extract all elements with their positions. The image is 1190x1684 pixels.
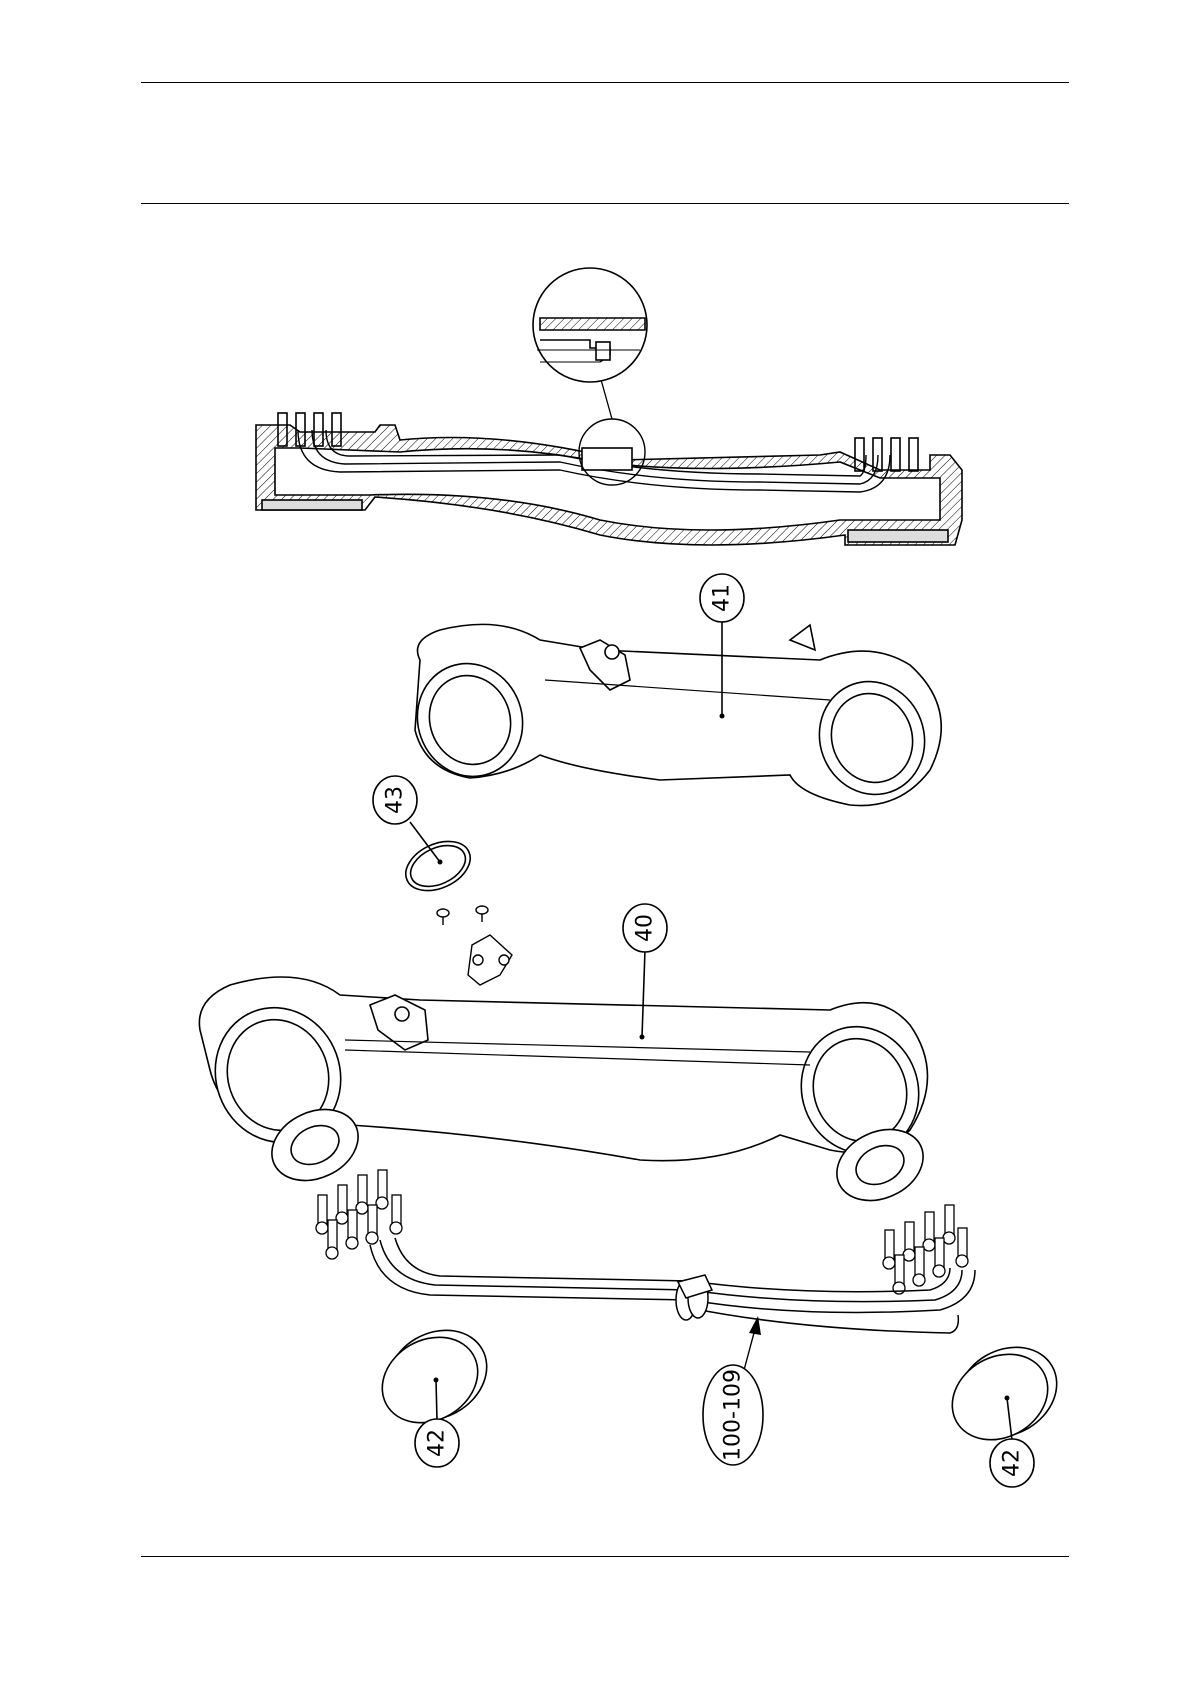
part42-left-leader-line bbox=[436, 1380, 437, 1420]
callout-40-label: 40 bbox=[633, 914, 658, 942]
callout-43-label: 43 bbox=[383, 786, 408, 814]
right-bolt-cluster bbox=[883, 1205, 968, 1294]
seal-ring-part bbox=[398, 832, 478, 901]
section-view bbox=[256, 376, 962, 545]
left-bolt-cluster bbox=[316, 1170, 402, 1259]
end-cap-right-part bbox=[937, 1330, 1073, 1457]
callout-42-left-label: 42 bbox=[425, 1429, 450, 1457]
callout-42-right-label: 42 bbox=[1000, 1449, 1025, 1477]
cable-harness bbox=[370, 1238, 975, 1333]
clamp-bracket bbox=[468, 935, 512, 985]
upper-cover-part bbox=[402, 624, 942, 809]
detail-magnifier bbox=[533, 268, 647, 382]
callout-41-label: 41 bbox=[710, 584, 735, 612]
small-screws bbox=[437, 906, 488, 925]
callout-100-109-label: 100-109 bbox=[721, 1369, 746, 1461]
